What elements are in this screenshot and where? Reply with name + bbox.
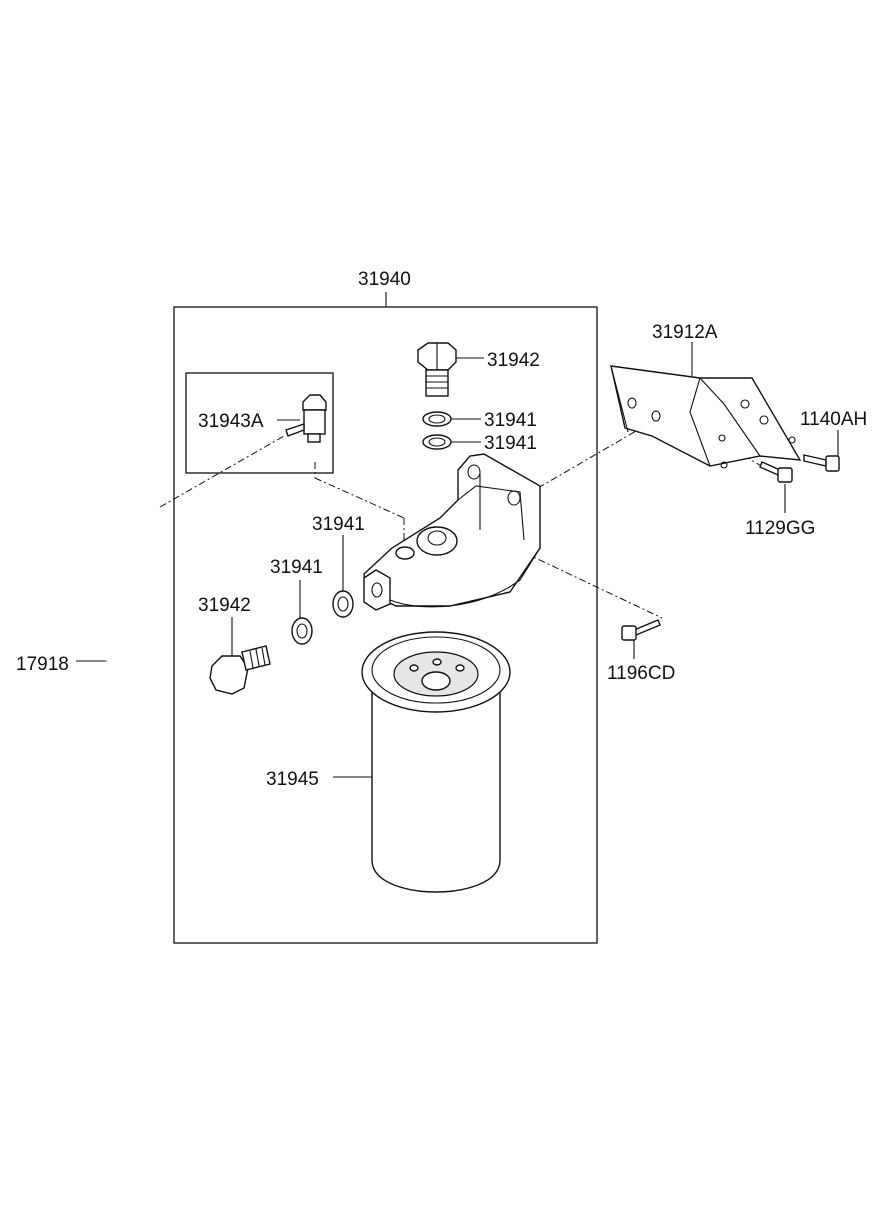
bolt-left-part <box>209 645 271 695</box>
leader-lines <box>76 292 839 778</box>
bolt-1140AH-part <box>803 454 840 472</box>
bolt-1196CD-part <box>621 619 661 641</box>
label-31942-top: 31942 <box>487 350 540 371</box>
label-31945: 31945 <box>266 769 319 790</box>
label-31912A: 31912A <box>652 322 718 343</box>
bolt-1129GG-part <box>759 461 793 483</box>
washer-top-1-part <box>422 411 452 427</box>
filter-head-part <box>363 453 541 611</box>
label-31941-mid-1: 31941 <box>312 514 365 535</box>
bracket-part <box>610 365 802 469</box>
washer-top-2-part <box>422 434 452 450</box>
label-31940: 31940 <box>358 269 411 290</box>
label-31942-left: 31942 <box>198 595 251 616</box>
label-31943A: 31943A <box>198 411 264 432</box>
part-labels: 31940 31912A 31942 31941 31941 31943A 11… <box>16 269 867 790</box>
label-1140AH: 1140AH <box>800 409 867 430</box>
label-17918: 17918 <box>16 654 69 675</box>
filter-cartridge-part <box>361 631 511 893</box>
label-1129GG: 1129GG <box>745 518 815 539</box>
label-1196CD: 1196CD <box>607 663 675 684</box>
air-vent-part <box>285 394 327 443</box>
label-31941-mid-2: 31941 <box>270 557 323 578</box>
bolt-top-part <box>417 342 457 397</box>
air-vent-inset-box <box>185 372 334 474</box>
washer-mid-2-part <box>291 617 313 645</box>
washer-mid-1-part <box>332 590 354 618</box>
label-31941-top-1: 31941 <box>484 410 537 431</box>
hose-part <box>90 504 158 865</box>
label-31941-top-2: 31941 <box>484 433 537 454</box>
